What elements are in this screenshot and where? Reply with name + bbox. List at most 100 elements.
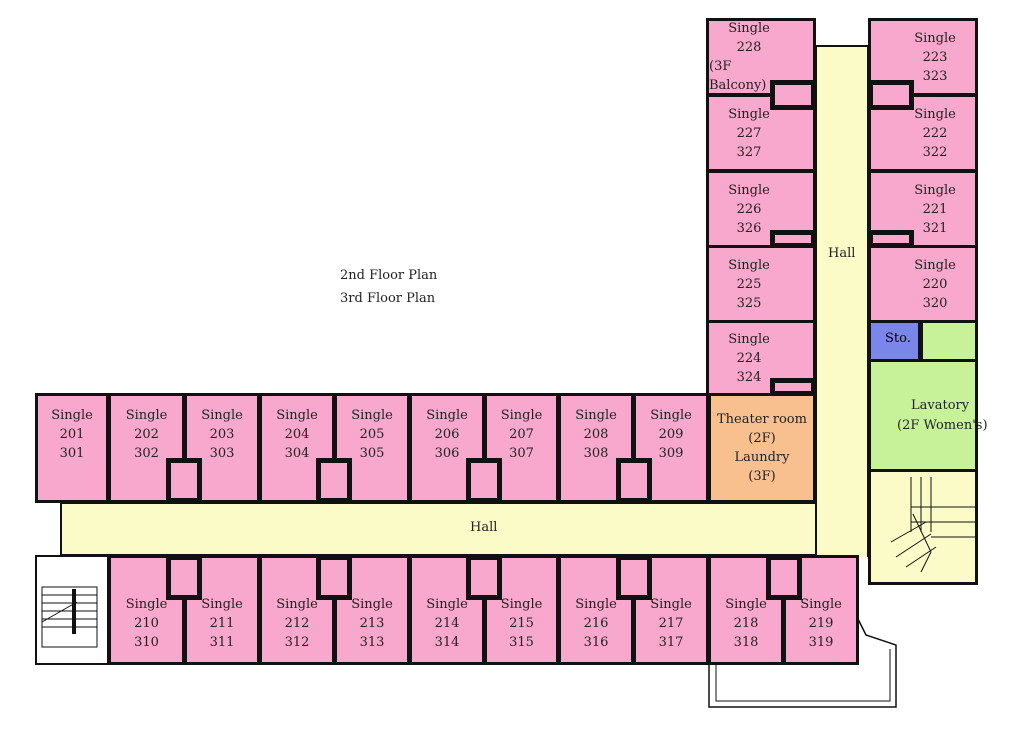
stairs-icon: [41, 586, 98, 648]
lavatory-sublabel: (2F Women's): [897, 418, 988, 433]
room-label-line: Single: [500, 596, 543, 612]
room-label-line: 304: [284, 445, 310, 461]
room-label-line: 204: [284, 426, 310, 442]
room-label-line: 325: [736, 295, 762, 311]
room-label-line: 315: [509, 634, 534, 650]
room-210: Single 210 310: [108, 555, 185, 665]
room-label-line: 227: [736, 125, 762, 141]
room-label-line: 210: [134, 615, 159, 631]
kitchenette-icon: [466, 458, 502, 503]
room-label-line: 306: [434, 445, 460, 461]
room-label-line: 226: [736, 201, 762, 217]
room-label-line: 205: [359, 426, 385, 442]
hall-vertical: [815, 45, 869, 557]
kitchenette-icon: [466, 555, 502, 600]
room-label-line: 213: [359, 615, 385, 631]
room-label-line: 221: [922, 201, 948, 217]
room-label-line: Single: [650, 407, 692, 423]
room-label-line: 203: [209, 426, 235, 442]
room-label-line: Single: [276, 596, 318, 612]
room-label-line: Single: [728, 331, 770, 347]
room-label-line: Single: [351, 407, 393, 423]
room-theater: Theater room(2F)Laundry(3F): [708, 393, 816, 503]
room-label-line: 303: [209, 445, 235, 461]
room-label-line: Single: [575, 407, 617, 423]
room-label-line: Single: [575, 596, 617, 612]
kitchenette-icon: [316, 458, 352, 503]
room-label-line: Single: [800, 596, 842, 612]
lavatory-label: Lavatory: [911, 398, 970, 413]
room-label-line: 217: [658, 615, 684, 631]
stairs-icon: [890, 477, 977, 573]
room-label-line: Single: [125, 596, 168, 612]
room-label-line: 224: [736, 350, 762, 366]
room-label-line: 220: [922, 276, 948, 292]
room-label-line: 317: [658, 634, 684, 650]
room-label-line: 324: [736, 369, 762, 385]
room-label-line: 206: [434, 426, 460, 442]
room-label-line: 310: [134, 634, 159, 650]
room-label-line: (3F Balcony): [709, 59, 767, 93]
room-label-line: Single: [426, 596, 468, 612]
kitchenette-icon: [770, 230, 816, 248]
storage-room: Sto.: [868, 320, 921, 362]
room-label-line: Laundry: [734, 450, 790, 465]
room-label-line: Theater room: [717, 412, 807, 427]
room-label-line: 219: [808, 615, 834, 631]
room-201: Single 201 301: [35, 393, 109, 503]
room-label-line: 209: [658, 426, 684, 442]
hall-vertical-label: Hall: [828, 246, 856, 261]
room-label-line: 202: [134, 426, 159, 442]
room-label-line: 323: [922, 68, 948, 84]
east-stairwell: [868, 469, 978, 585]
room-label-line: Single: [725, 596, 767, 612]
room-label-line: 208: [583, 426, 609, 442]
kitchenette-icon: [166, 458, 202, 503]
storage-label: Sto.: [885, 331, 911, 346]
room-label-line: 307: [509, 445, 534, 461]
room-label-line: 214: [434, 615, 460, 631]
kitchenette-icon: [868, 80, 914, 110]
room-label-line: Single: [914, 257, 956, 273]
room-label-line: 322: [922, 144, 948, 160]
room-label-line: 218: [733, 615, 759, 631]
balcony-outline: [708, 614, 897, 708]
room-label-line: 305: [359, 445, 385, 461]
room-label-line: 201: [59, 426, 85, 442]
room-label-line: 309: [658, 445, 684, 461]
kitchenette-icon: [766, 555, 802, 600]
room-label-line: 222: [922, 125, 948, 141]
room-label-line: 321: [922, 220, 948, 236]
kitchenette-icon: [166, 555, 202, 600]
kitchenette-icon: [770, 80, 816, 110]
room-205: Single 205 305: [334, 393, 410, 503]
room-label-line: Single: [914, 182, 956, 198]
west-stairwell: [35, 555, 109, 665]
room-label-line: 313: [359, 634, 385, 650]
room-label-line: Single: [914, 106, 956, 122]
room-label-line: 326: [736, 220, 762, 236]
kitchenette-icon: [868, 230, 914, 248]
room-214: Single 214 314: [409, 555, 485, 665]
room-label-line: 211: [209, 615, 235, 631]
room-label-line: Single: [201, 407, 243, 423]
room-label-line: Single: [51, 407, 93, 423]
room-label-line: 316: [583, 634, 609, 650]
room-label-line: 301: [59, 445, 85, 461]
room-label-line: Single: [728, 182, 770, 198]
kitchenette-icon: [316, 555, 352, 600]
room-label-line: 314: [434, 634, 460, 650]
room-label-line: Single: [426, 407, 468, 423]
kitchenette-icon: [770, 378, 816, 396]
hall-horizontal-label: Hall: [470, 520, 498, 535]
room-label-line: (3F): [748, 469, 776, 484]
room-label-line: Single: [728, 257, 770, 273]
